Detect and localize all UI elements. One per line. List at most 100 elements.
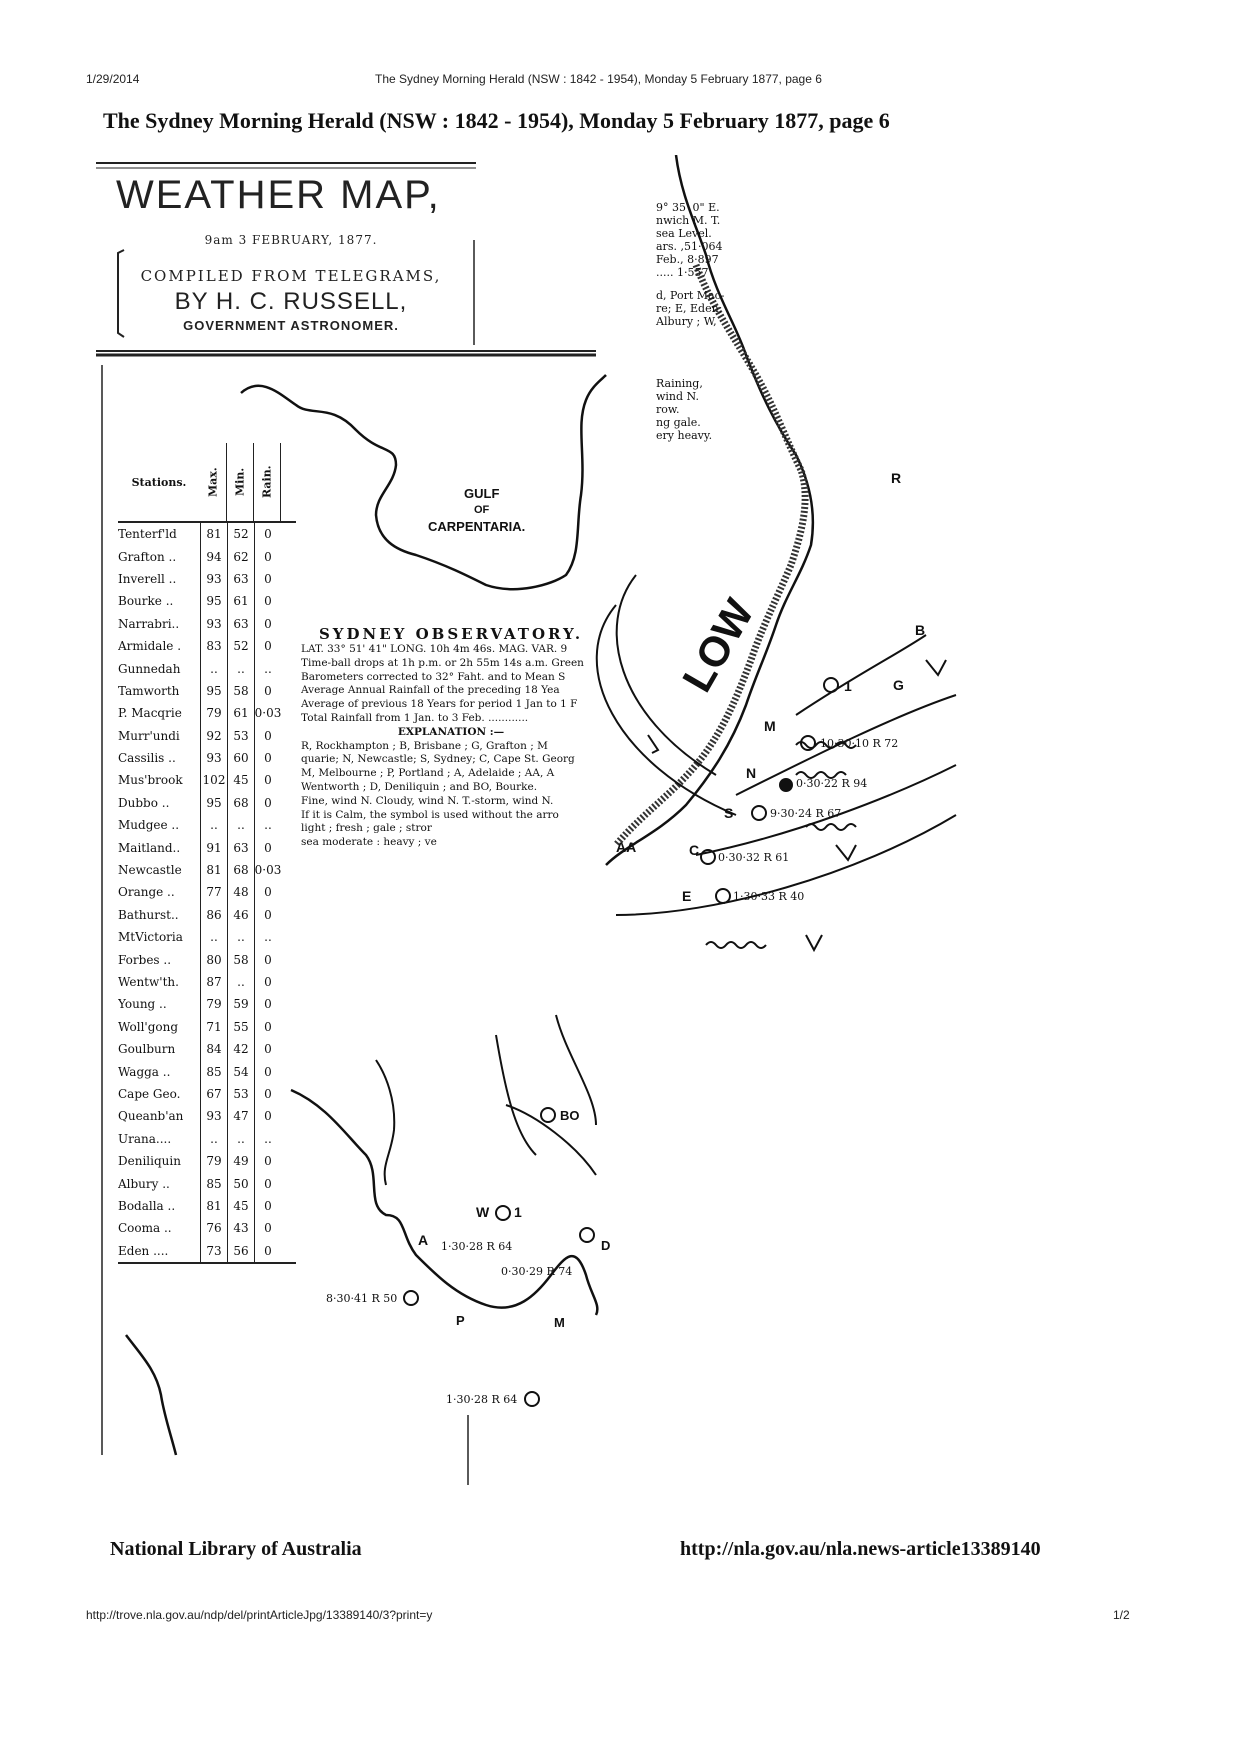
max-temp: 93 (200, 567, 227, 591)
reading-N: 0·30·22 R 94 (796, 777, 867, 790)
station-name: Mus'brook (118, 773, 183, 788)
rainfall: 0 (254, 523, 281, 546)
low-pressure-label: LOW (673, 591, 763, 700)
station-label-BO: BO (560, 1108, 580, 1123)
compiled-line: COMPILED FROM TELEGRAMS, (140, 267, 442, 285)
max-temp: 79 (200, 1149, 227, 1173)
station-name: Young .. (118, 997, 167, 1012)
station-name: Maitland.. (118, 840, 181, 855)
station-name: Dubbo .. (118, 795, 170, 810)
station-name: Albury .. (118, 1176, 170, 1191)
min-temp: 45 (227, 769, 254, 792)
min-temp: 61 (227, 590, 254, 613)
max-temp: 85 (200, 1060, 227, 1083)
min-temp: 54 (227, 1060, 254, 1083)
note-line: ars. ,51·064 (656, 240, 723, 253)
max-temp: 95 (200, 590, 227, 613)
header-rain: Rain. (254, 443, 281, 521)
min-temp: 48 (227, 881, 254, 904)
station-name: Tenterf'ld (118, 527, 177, 542)
note-line: wind N. (656, 390, 699, 403)
min-temp: 56 (227, 1239, 254, 1262)
footer-article-link[interactable]: http://nla.gov.au/nla.news-article133891… (680, 1538, 1041, 1560)
note-line: d, Port Mac- (656, 289, 725, 302)
table-row: MtVictoria...... (118, 926, 296, 949)
min-temp: 42 (227, 1037, 254, 1061)
max-temp: .. (200, 926, 227, 949)
max-temp: 67 (200, 1082, 227, 1106)
min-temp: .. (227, 926, 254, 949)
station-name: Queanb'an (118, 1109, 184, 1124)
rainfall: .. (254, 926, 281, 949)
table-row: Urana.......... (118, 1127, 296, 1150)
note-line: Raining, (656, 377, 703, 390)
observatory-notice: SYDNEY OBSERVATORY. LAT. 33° 51' 41" LON… (301, 625, 601, 850)
station-name: Inverell .. (118, 571, 177, 586)
station-name: P. Macqrie (118, 706, 182, 721)
map-title: WEATHER MAP, (116, 173, 441, 217)
note-line: Feb., 8·897 (656, 253, 719, 266)
max-temp: 83 (200, 634, 227, 658)
min-temp: 43 (227, 1217, 254, 1240)
page-number: 1/2 (1113, 1608, 1130, 1622)
min-temp: 49 (227, 1149, 254, 1173)
rainfall: 0 (254, 1149, 281, 1173)
min-temp: .. (227, 814, 254, 837)
obs-line: Barometers corrected to 32° Faht. and to… (301, 670, 566, 683)
gulf-label: GULF (464, 486, 499, 501)
station-name: Gunnedah (118, 661, 181, 676)
min-temp: .. (227, 657, 254, 680)
min-temp: 62 (227, 545, 254, 568)
max-temp: 81 (200, 1194, 227, 1218)
max-temp: 71 (200, 1015, 227, 1038)
note-line: sea Level. (656, 227, 712, 240)
station-label-G: G (893, 677, 904, 693)
station-name: Tamworth (118, 683, 180, 698)
station-name: Bodalla .. (118, 1198, 176, 1213)
observatory-heading: SYDNEY OBSERVATORY. (318, 625, 584, 643)
station-label-R: R (891, 470, 901, 486)
explanation-line: quarie; N, Newcastle; S, Sydney; C, Cape… (301, 753, 575, 766)
min-temp: 59 (227, 993, 254, 1016)
rainfall: 0 (254, 590, 281, 613)
rainfall: 0 (254, 1015, 281, 1038)
station-name: Woll'gong (118, 1019, 179, 1034)
rainfall: 0 (254, 836, 281, 859)
header-max: Max. (200, 443, 227, 521)
rainfall: .. (254, 657, 281, 680)
station-name: Mudgee .. (118, 818, 180, 833)
max-temp: 92 (200, 724, 227, 747)
station-name: Armidale . (118, 639, 182, 654)
reading-E: 1·30·33 R 40 (733, 890, 804, 903)
print-url: http://trove.nla.gov.au/ndp/del/printArt… (86, 1608, 433, 1622)
obs-line: Average of previous 18 Years for period … (301, 698, 578, 711)
station-label-G-wind: 1 (844, 678, 852, 694)
table-row: Gunnedah...... (118, 657, 296, 680)
min-temp: 50 (227, 1172, 254, 1195)
station-name: Cassilis .. (118, 751, 176, 766)
carpentaria-label: CARPENTARIA. (428, 519, 525, 534)
station-name: Bourke .. (118, 594, 174, 609)
footer-library-name: National Library of Australia (110, 1538, 362, 1560)
print-page-title: The Sydney Morning Herald (NSW : 1842 - … (375, 72, 822, 86)
station-name: Cape Geo. (118, 1086, 181, 1101)
rainfall: .. (254, 814, 281, 837)
min-temp: 68 (227, 791, 254, 815)
rainfall: 0 (254, 545, 281, 568)
min-temp: 63 (227, 836, 254, 859)
rainfall: .. (254, 1127, 281, 1150)
